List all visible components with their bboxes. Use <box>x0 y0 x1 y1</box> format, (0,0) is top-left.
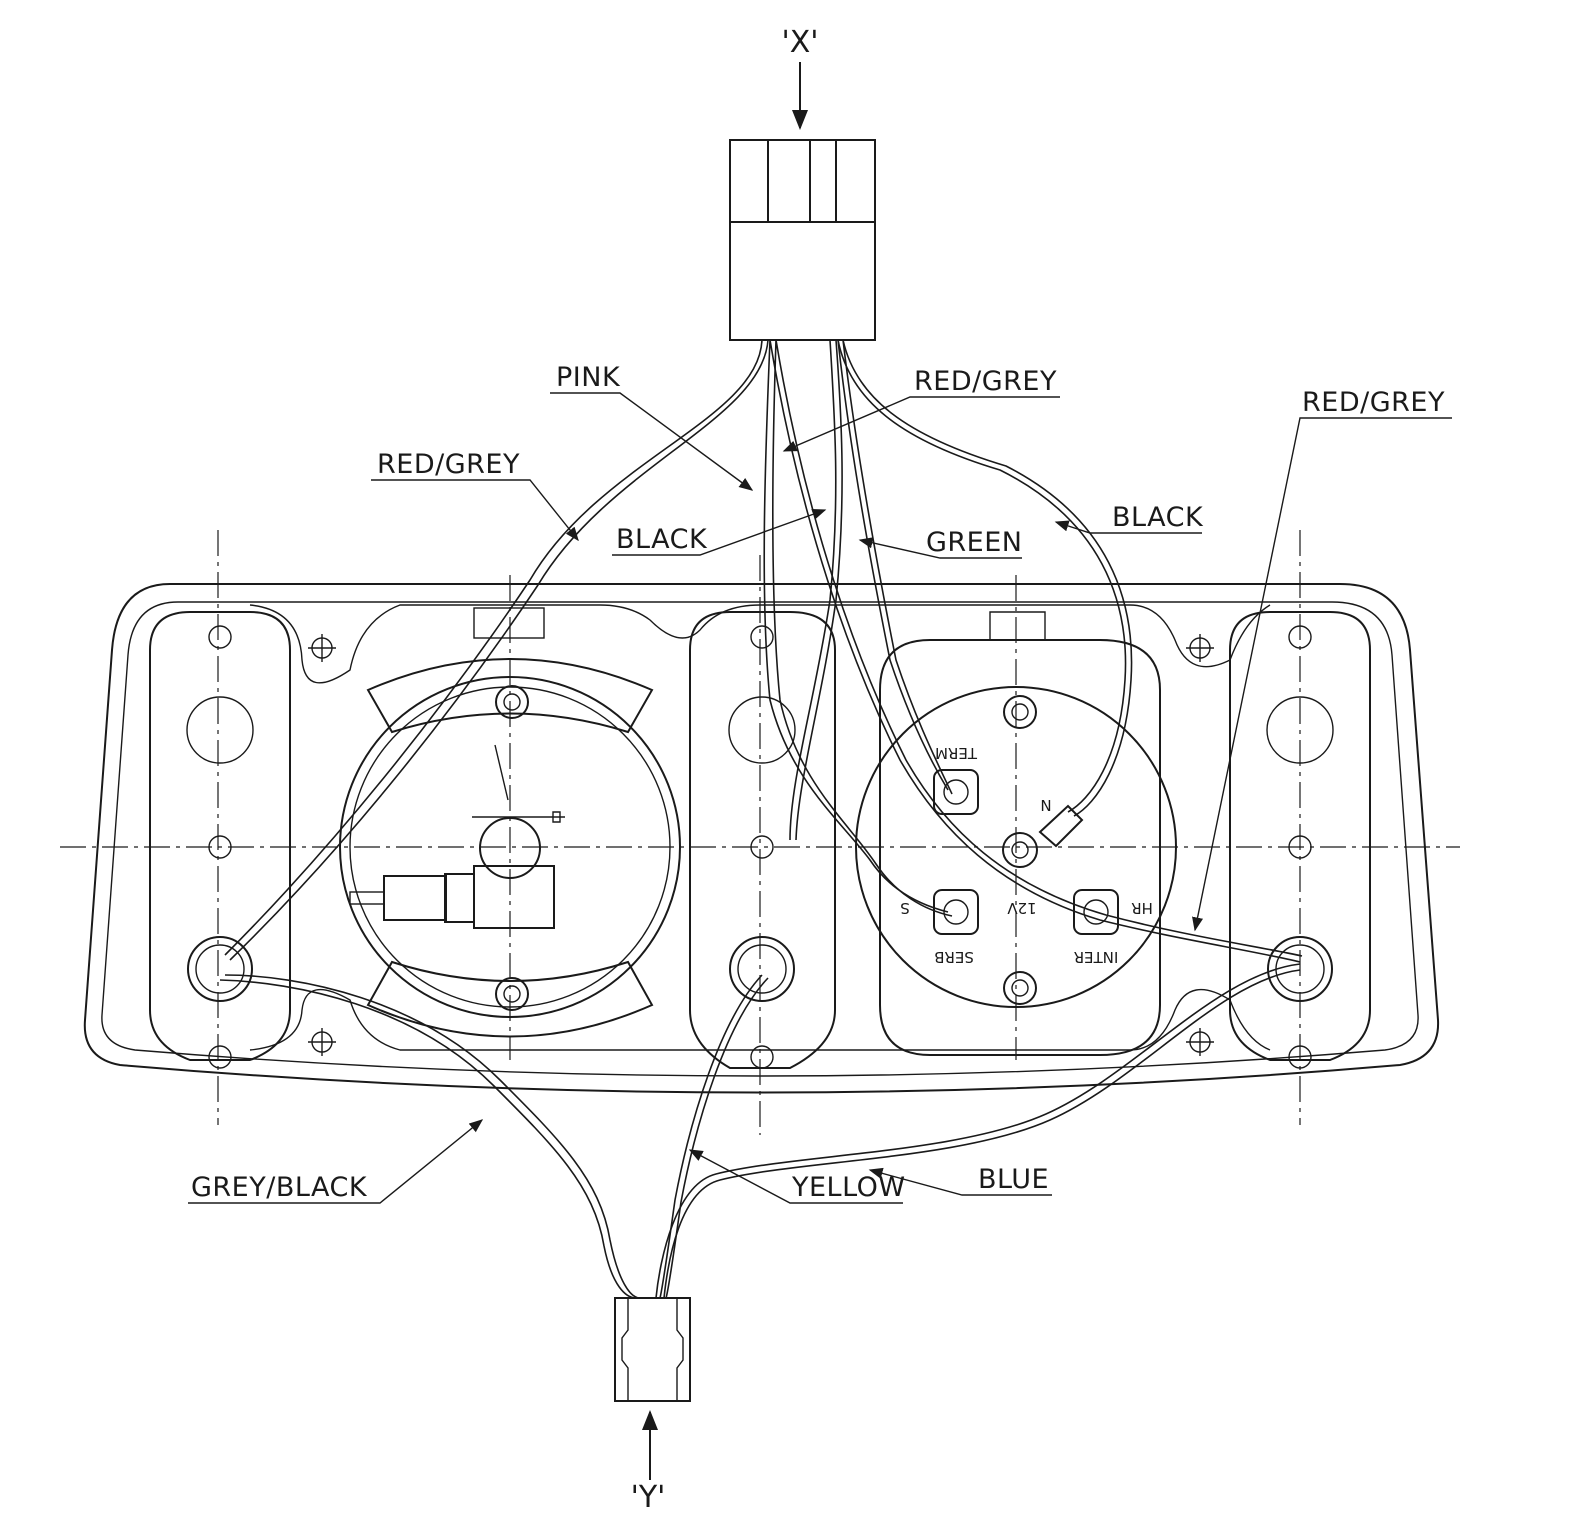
terminal-n-label: N <box>1040 796 1051 814</box>
right-mounting-plate <box>1229 611 1371 1069</box>
terminal-serb-label: SERB <box>934 948 974 966</box>
right-gauge <box>855 611 1177 1056</box>
mounting-holes <box>308 634 1214 1056</box>
terminal-s-label: S <box>900 899 910 917</box>
label-pink: PINK <box>556 362 621 393</box>
leader-lines <box>188 392 1452 1204</box>
left-gauge <box>339 607 681 1038</box>
label-red-grey-left: RED/GREY <box>377 449 520 480</box>
terminal-12v-label: 12V <box>1007 899 1037 917</box>
label-green: GREEN <box>926 527 1023 558</box>
connector-y <box>614 1297 691 1480</box>
terminal-hr-label: HR <box>1131 899 1153 917</box>
connector-x-label: 'X' <box>781 25 818 60</box>
label-yellow: YELLOW <box>791 1172 906 1203</box>
wires <box>219 339 1303 1299</box>
terminal-inter-label: INTER <box>1074 948 1119 966</box>
center-mounting-plate <box>689 611 836 1069</box>
label-blue: BLUE <box>978 1164 1049 1195</box>
centerlines <box>60 530 1460 1135</box>
connector-x <box>729 62 876 341</box>
label-black-right: BLACK <box>1112 502 1204 533</box>
left-mounting-plate <box>149 611 291 1069</box>
label-grey-black: GREY/BLACK <box>191 1172 368 1203</box>
label-red-grey-center: RED/GREY <box>914 366 1057 397</box>
label-red-grey-right: RED/GREY <box>1302 387 1445 418</box>
label-black-left: BLACK <box>616 524 708 555</box>
terminal-term-label: TERM <box>935 744 978 762</box>
instrument-housing <box>83 583 1440 1094</box>
connector-y-label: 'Y' <box>631 1480 666 1515</box>
